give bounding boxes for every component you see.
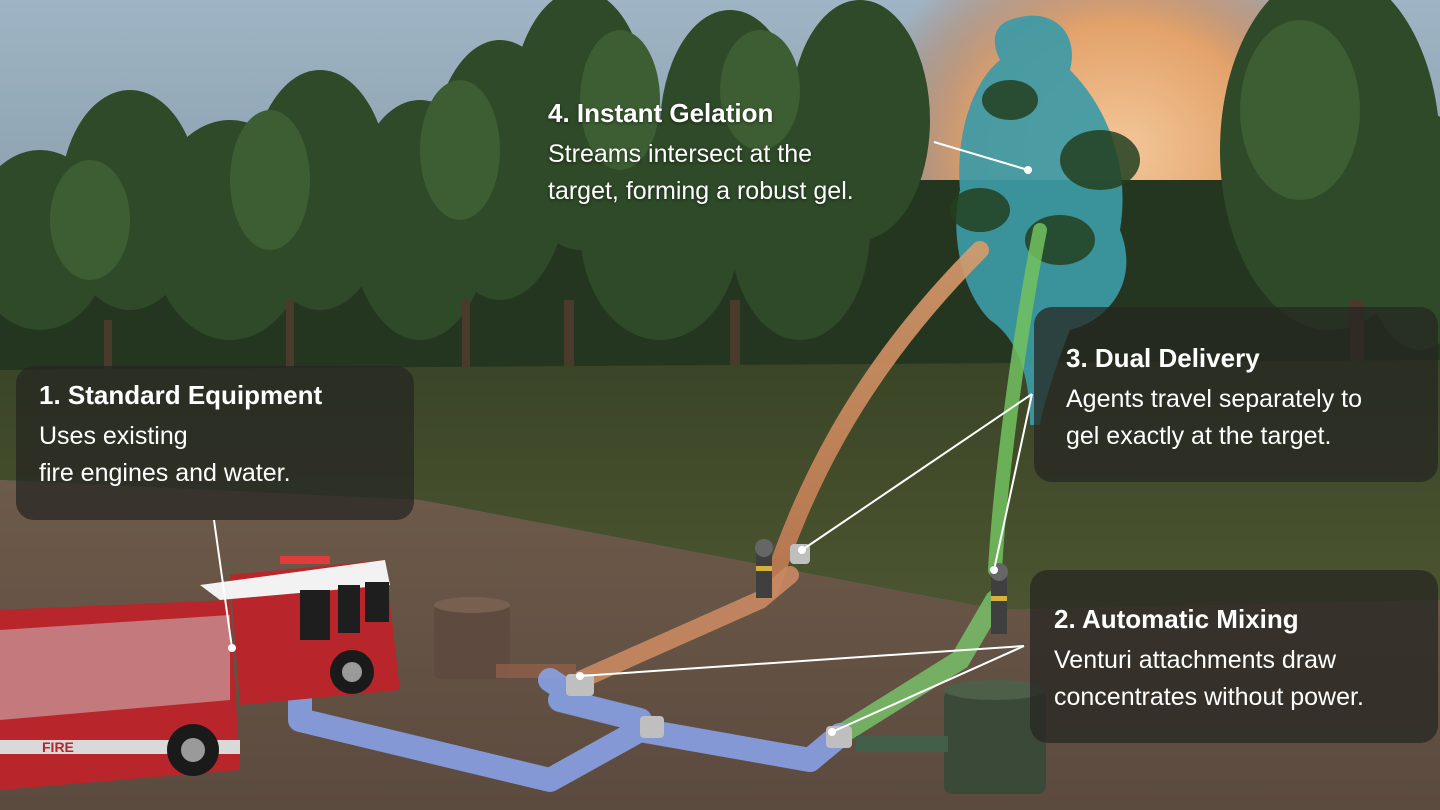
leader-delivery-2 — [993, 393, 1033, 571]
callout-body: Venturi attachments draw concentrates wi… — [1054, 642, 1438, 716]
callout-title: 2. Automatic Mixing — [1054, 604, 1299, 634]
callout-title: 4. Instant Gelation — [548, 98, 774, 128]
leader-delivery-1 — [801, 393, 1033, 551]
callout-title: 1. Standard Equipment — [39, 380, 323, 410]
callout-body-line: fire engines and water. — [39, 459, 291, 487]
callout-body-line: gel exactly at the target. — [1066, 422, 1332, 450]
callout-body: Uses existing fire engines and water. — [39, 418, 414, 492]
leader-standard-equipment — [213, 519, 233, 649]
orange-hose — [571, 566, 799, 689]
callout-instant-gelation: 4. Instant Gelation Streams intersect at… — [530, 88, 940, 226]
truck-label: FIRE — [42, 739, 74, 755]
leader-mixing-2 — [831, 645, 1025, 733]
callout-dual-delivery: 3. Dual Delivery Agents travel separatel… — [1034, 307, 1438, 482]
orange-stream — [761, 241, 989, 599]
callout-body-line: Venturi attachments draw — [1054, 646, 1337, 674]
callout-title: 3. Dual Delivery — [1066, 343, 1260, 373]
callout-standard-equipment: 1. Standard Equipment Uses existing fire… — [16, 366, 414, 520]
green-stream — [988, 223, 1047, 577]
callout-body: Streams intersect at the target, forming… — [548, 136, 940, 210]
leader-dots — [228, 166, 1032, 736]
callout-body-line: Agents travel separately to — [1066, 385, 1362, 413]
tree-line — [0, 0, 1440, 410]
leader-lines — [213, 141, 1033, 733]
callout-automatic-mixing: 2. Automatic Mixing Venturi attachments … — [1030, 570, 1438, 743]
callout-body: Agents travel separately to gel exactly … — [1066, 381, 1438, 455]
green-tank — [856, 680, 1046, 794]
callout-body-line: target, forming a robust gel. — [548, 177, 854, 205]
orange-tank — [434, 597, 576, 679]
callout-body-line: Uses existing — [39, 422, 188, 450]
callout-body-line: Streams intersect at the — [548, 140, 813, 168]
leader-gelation — [933, 141, 1029, 171]
nozzle-stand-left — [755, 539, 773, 598]
callout-body-line: concentrates without power. — [1054, 683, 1364, 711]
leader-mixing-1 — [579, 645, 1025, 677]
fire-truck: FIRE — [0, 556, 400, 790]
